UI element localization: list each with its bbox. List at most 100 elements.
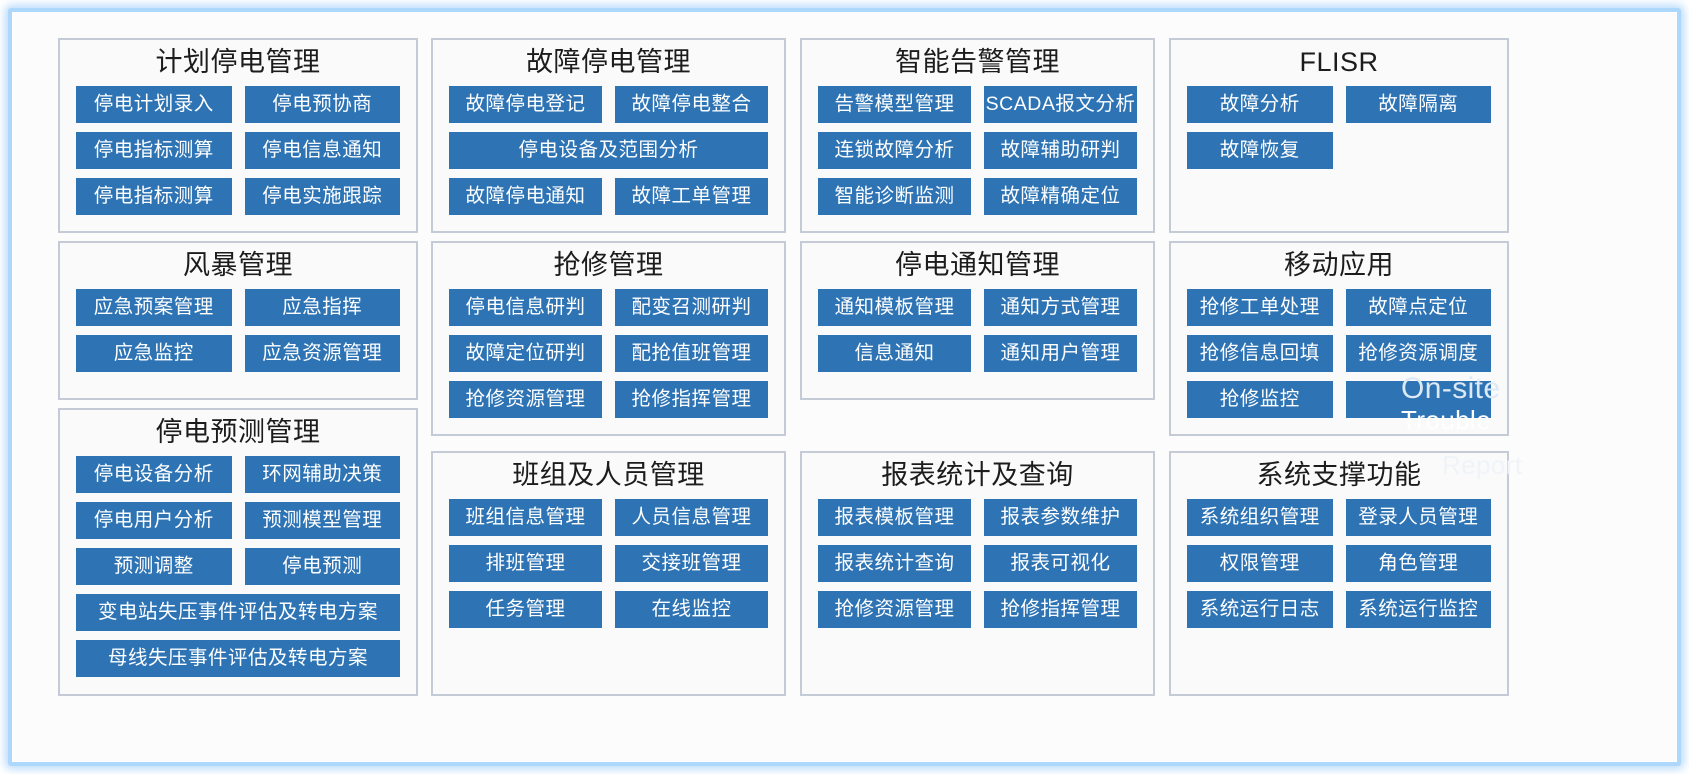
module-button[interactable]: 停电预测: [244, 548, 400, 586]
application-frame: 计划停电管理停电计划录入停电预协商停电指标测算停电信息通知停电指标测算停电实施跟…: [8, 8, 1681, 766]
module-card-team-and-personnel-management: 班组及人员管理班组信息管理人员信息管理排班管理交接班管理任务管理在线监控: [431, 451, 786, 696]
module-button[interactable]: 停电用户分析: [76, 502, 232, 540]
module-button[interactable]: 连锁故障分析: [818, 132, 971, 170]
module-button[interactable]: 报表可视化: [984, 545, 1137, 583]
module-button-grid: 停电计划录入停电预协商停电指标测算停电信息通知停电指标测算停电实施跟踪: [60, 86, 416, 225]
module-button[interactable]: 应急资源管理: [244, 335, 400, 373]
module-button-grid: 告警模型管理 SCADA报文分析连锁故障分析故障辅助研判智能诊断监测故障精确定位: [802, 86, 1153, 225]
module-button[interactable]: 抢修指挥管理: [615, 381, 768, 419]
module-card-mobile-application: 移动应用抢修工单处理故障点定位抢修信息回填抢修资源调度抢修监控: [1169, 241, 1509, 436]
module-card-outage-forecast-management: 停电预测管理停电设备分析环网辅助决策停电用户分析预测模型管理预测调整停电预测变电…: [58, 408, 418, 696]
module-card-system-support-functions: 系统支撑功能系统组织管理登录人员管理权限管理角色管理系统运行日志系统运行监控: [1169, 451, 1509, 696]
module-button-grid: 通知模板管理通知方式管理信息通知通知用户管理: [802, 289, 1153, 382]
module-button[interactable]: 在线监控: [615, 591, 768, 629]
module-button[interactable]: 配抢值班管理: [615, 335, 768, 373]
module-button[interactable]: 故障辅助研判: [984, 132, 1137, 170]
module-card-title: 移动应用: [1284, 250, 1394, 280]
module-button[interactable]: 环网辅助决策: [244, 456, 400, 494]
module-button[interactable]: 登录人员管理: [1345, 499, 1491, 537]
module-button[interactable]: 变电站失压事件评估及转电方案: [76, 594, 400, 632]
module-button[interactable]: 报表统计查询: [818, 545, 971, 583]
module-card-title: 系统支撑功能: [1256, 460, 1422, 490]
module-button[interactable]: 系统运行监控: [1345, 591, 1491, 629]
module-button-grid: 系统组织管理登录人员管理权限管理角色管理系统运行日志系统运行监控: [1171, 499, 1507, 638]
module-card-title: 故障停电管理: [526, 47, 691, 77]
module-card-title: 停电通知管理: [895, 250, 1060, 280]
module-button[interactable]: 班组信息管理: [449, 499, 602, 537]
module-card-title: 班组及人员管理: [512, 460, 705, 490]
module-button[interactable]: 角色管理: [1345, 545, 1491, 583]
module-button[interactable]: 预测模型管理: [244, 502, 400, 540]
module-button-grid: 故障分析故障隔离故障恢复: [1171, 86, 1507, 179]
module-button[interactable]: 停电指标测算: [76, 178, 232, 216]
module-button[interactable]: 报表参数维护: [984, 499, 1137, 537]
module-button[interactable]: 系统运行日志: [1187, 591, 1333, 629]
module-button[interactable]: 人员信息管理: [615, 499, 768, 537]
module-button[interactable]: 任务管理: [449, 591, 602, 629]
module-button[interactable]: 停电计划录入: [76, 86, 232, 124]
module-button[interactable]: 停电设备分析: [76, 456, 232, 494]
module-button[interactable]: 信息通知: [818, 335, 971, 373]
module-button[interactable]: 停电预协商: [244, 86, 400, 124]
module-button[interactable]: 母线失压事件评估及转电方案: [76, 640, 400, 678]
module-button[interactable]: 抢修资源管理: [449, 381, 602, 419]
module-button-grid: 应急预案管理应急指挥应急监控应急资源管理: [60, 289, 416, 382]
module-card-title: 抢修管理: [553, 250, 664, 280]
module-button[interactable]: 故障点定位: [1345, 289, 1491, 327]
module-button[interactable]: 故障精确定位: [984, 178, 1137, 216]
module-button[interactable]: 智能诊断监测: [818, 178, 971, 216]
module-card-outage-notification-management: 停电通知管理通知模板管理通知方式管理信息通知通知用户管理: [800, 241, 1155, 400]
module-button[interactable]: 停电指标测算: [76, 132, 232, 170]
module-card-emergency-repair-management: 抢修管理停电信息研判配变召测研判故障定位研判配抢值班管理抢修资源管理抢修指挥管理: [431, 241, 786, 436]
module-button[interactable]: 通知方式管理: [984, 289, 1137, 327]
module-button-grid: 停电设备分析环网辅助决策停电用户分析预测模型管理预测调整停电预测变电站失压事件评…: [60, 456, 416, 687]
module-button[interactable]: 故障工单管理: [615, 178, 768, 216]
module-button[interactable]: 交接班管理: [615, 545, 768, 583]
module-button-grid: 报表模板管理报表参数维护报表统计查询报表可视化抢修资源管理抢修指挥管理: [802, 499, 1153, 638]
module-button[interactable]: 应急预案管理: [76, 289, 232, 327]
module-button[interactable]: 配变召测研判: [615, 289, 768, 327]
module-button[interactable]: 故障停电整合: [615, 86, 768, 124]
module-button[interactable]: [1345, 381, 1491, 419]
module-button[interactable]: 排班管理: [449, 545, 602, 583]
function-map-board: 计划停电管理停电计划录入停电预协商停电指标测算停电信息通知停电指标测算停电实施跟…: [12, 12, 1677, 762]
module-button[interactable]: 抢修工单处理: [1187, 289, 1333, 327]
module-card-title: 报表统计及查询: [881, 460, 1074, 490]
module-card-storm-management: 风暴管理应急预案管理应急指挥应急监控应急资源管理: [58, 241, 418, 400]
module-button[interactable]: 预测调整: [76, 548, 232, 586]
module-card-report-statistics-and-query: 报表统计及查询报表模板管理报表参数维护报表统计查询报表可视化抢修资源管理抢修指挥…: [800, 451, 1155, 696]
module-card-title: FLISR: [1299, 47, 1379, 77]
module-button[interactable]: 故障停电通知: [449, 178, 602, 216]
module-button[interactable]: 报表模板管理: [818, 499, 971, 537]
module-button[interactable]: 通知模板管理: [818, 289, 971, 327]
module-button[interactable]: 系统组织管理: [1187, 499, 1333, 537]
module-button[interactable]: 抢修指挥管理: [984, 591, 1137, 629]
module-button-grid: 班组信息管理人员信息管理排班管理交接班管理任务管理在线监控: [433, 499, 784, 638]
module-button[interactable]: 停电实施跟踪: [244, 178, 400, 216]
module-card-title: 智能告警管理: [895, 47, 1060, 77]
module-button[interactable]: 故障恢复: [1187, 132, 1333, 170]
module-button[interactable]: 通知用户管理: [984, 335, 1137, 373]
module-button[interactable]: SCADA报文分析: [984, 86, 1137, 124]
module-button[interactable]: 抢修监控: [1187, 381, 1333, 419]
module-button[interactable]: 抢修资源管理: [818, 591, 971, 629]
module-button[interactable]: 应急监控: [76, 335, 232, 373]
module-button[interactable]: 告警模型管理: [818, 86, 971, 124]
module-button[interactable]: 故障隔离: [1345, 86, 1491, 124]
module-button[interactable]: 应急指挥: [244, 289, 400, 327]
module-button-grid: 抢修工单处理故障点定位抢修信息回填抢修资源调度抢修监控: [1171, 289, 1507, 428]
module-button[interactable]: 停电信息研判: [449, 289, 602, 327]
module-button[interactable]: 故障停电登记: [449, 86, 602, 124]
module-card-planned-outage-management: 计划停电管理停电计划录入停电预协商停电指标测算停电信息通知停电指标测算停电实施跟…: [58, 38, 418, 233]
module-button[interactable]: 停电信息通知: [244, 132, 400, 170]
module-button[interactable]: 抢修信息回填: [1187, 335, 1333, 373]
module-button[interactable]: 故障定位研判: [449, 335, 602, 373]
module-card-title: 停电预测管理: [155, 417, 321, 447]
module-button[interactable]: 故障分析: [1187, 86, 1333, 124]
module-button[interactable]: 抢修资源调度: [1345, 335, 1491, 373]
module-card-flisr: FLISR 故障分析故障隔离故障恢复: [1169, 38, 1509, 233]
module-card-title: 计划停电管理: [155, 47, 321, 77]
module-card-title: 风暴管理: [183, 250, 293, 280]
module-button[interactable]: 权限管理: [1187, 545, 1333, 583]
module-button[interactable]: 停电设备及范围分析: [449, 132, 768, 170]
